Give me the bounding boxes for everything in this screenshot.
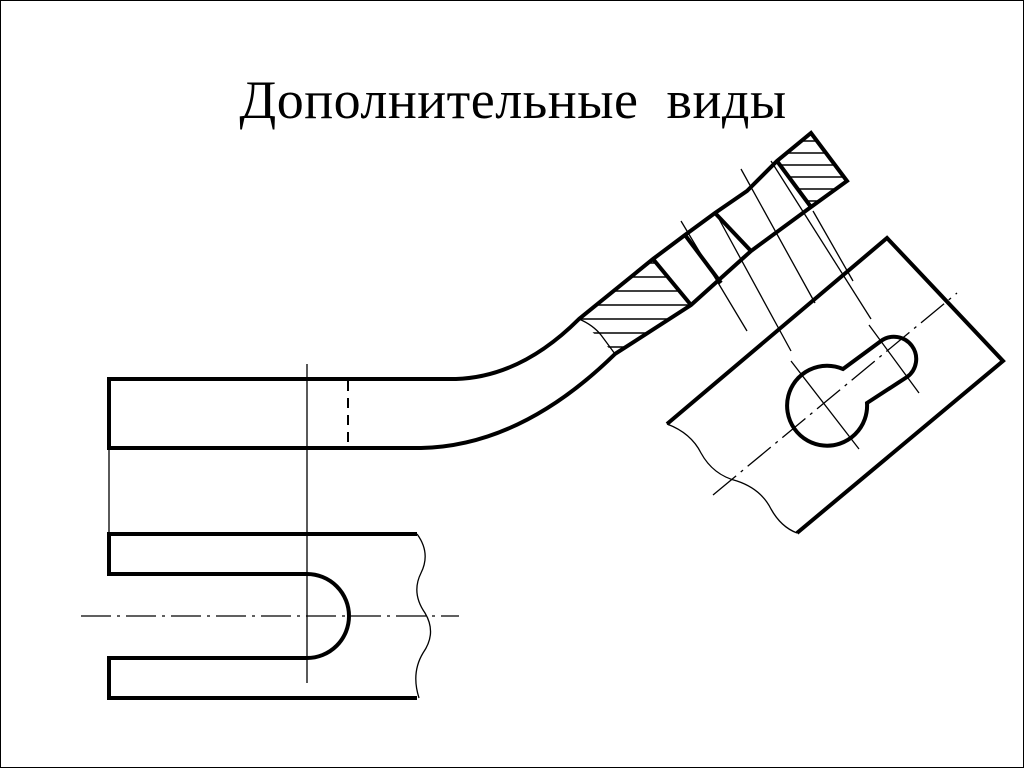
projection-line: [740, 168, 816, 304]
auxiliary-view-outline: [665, 235, 1006, 535]
front-view-edge: [651, 257, 693, 307]
keyhole-axis-line: [712, 292, 958, 496]
section-hatching: [579, 262, 691, 348]
break-line: [415, 533, 432, 699]
front-view-edge: [775, 159, 813, 209]
keyhole-center-line: [868, 324, 920, 394]
top-view: [81, 532, 459, 700]
projection-line: [680, 220, 748, 332]
projection-line: [770, 160, 872, 320]
keyhole-slot: [785, 334, 919, 448]
projection-line: [812, 210, 854, 282]
auxiliary-view: [665, 160, 1006, 535]
front-view-outline: [107, 130, 850, 450]
keyhole-center-line: [790, 360, 860, 450]
front-view: [107, 130, 850, 683]
slide-title: Дополнительные виды: [239, 70, 787, 130]
break-line: [578, 318, 616, 355]
front-view-edge: [683, 233, 723, 285]
top-view-outline: [107, 532, 417, 700]
front-view-edge: [713, 211, 753, 253]
break-line: [666, 423, 798, 534]
